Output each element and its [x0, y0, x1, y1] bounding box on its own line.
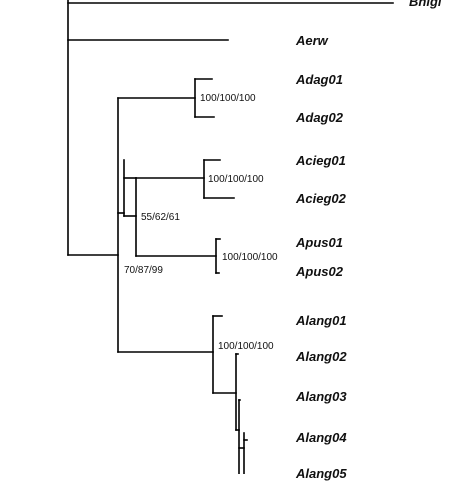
- support-value-alang: 100/100/100: [218, 341, 274, 352]
- support-value-acieg: 100/100/100: [208, 174, 264, 185]
- taxon-label-bhigi: Bhigi: [409, 0, 442, 9]
- support-value-apus: 100/100/100: [222, 252, 278, 263]
- taxon-label-alang04: Alang04: [296, 430, 347, 445]
- taxon-label-acieg01: Acieg01: [296, 153, 346, 168]
- taxon-label-apus02: Apus02: [296, 264, 343, 279]
- taxon-label-adag02: Adag02: [296, 110, 343, 125]
- taxon-label-alang03: Alang03: [296, 389, 347, 404]
- taxon-label-alang01: Alang01: [296, 313, 347, 328]
- taxon-label-aerw: Aerw: [296, 33, 328, 48]
- taxon-label-adag01: Adag01: [296, 72, 343, 87]
- taxon-label-apus01: Apus01: [296, 235, 343, 250]
- support-value-ingroup: 70/87/99: [124, 265, 163, 276]
- support-value-adag: 100/100/100: [200, 93, 256, 104]
- support-value-acieg-apus: 55/62/61: [141, 212, 180, 223]
- taxon-label-alang02: Alang02: [296, 349, 347, 364]
- taxon-label-acieg02: Acieg02: [296, 191, 346, 206]
